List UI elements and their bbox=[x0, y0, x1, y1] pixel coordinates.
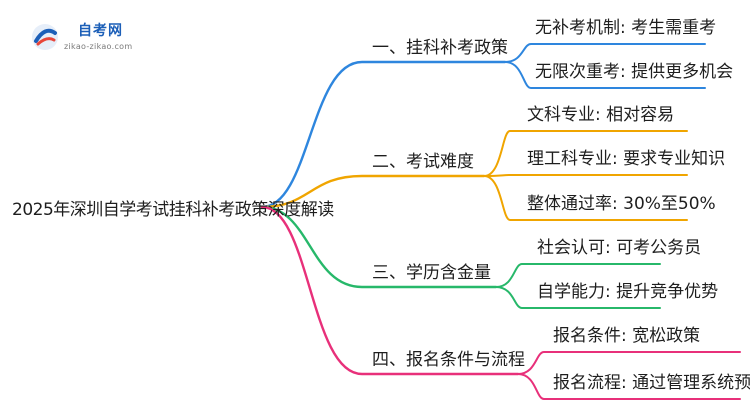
branch-1-leaf-2-connector bbox=[504, 61, 706, 89]
branch-3-label: 三、学历含金量 bbox=[372, 263, 491, 283]
logo-title: 自考网 bbox=[78, 23, 123, 39]
branch-2-leaf-1-connector bbox=[483, 130, 688, 177]
branch-3-connector bbox=[260, 205, 498, 289]
branch-3-leaf-2: 自学能力: 提升竞争优势 bbox=[537, 282, 719, 302]
branch-4-label: 四、报名条件与流程 bbox=[372, 350, 525, 370]
branch-2-leaf-2: 理工科专业: 要求专业知识 bbox=[527, 149, 726, 169]
branch-4-leaf-1-connector bbox=[517, 351, 741, 375]
branch-4-leaf-1: 报名条件: 宽松政策 bbox=[553, 326, 701, 346]
logo-mark-icon bbox=[32, 24, 58, 50]
branch-2-connector bbox=[260, 174, 486, 209]
branch-1-leaf-1-connector bbox=[504, 43, 706, 63]
branch-1-leaf-1: 无补考机制: 考生需重考 bbox=[535, 18, 717, 38]
branch-2-leaf-3: 整体通过率: 30%至50% bbox=[527, 194, 716, 214]
site-logo[interactable]: 自考网 zikao-zikao.com bbox=[30, 18, 170, 62]
logo-url: zikao-zikao.com bbox=[64, 42, 133, 51]
branch-1-label: 一、挂科补考政策 bbox=[372, 38, 508, 58]
branch-3-leaf-2-connector bbox=[495, 286, 661, 309]
branch-2-leaf-2-connector bbox=[483, 174, 688, 177]
branch-2-leaf-3-connector bbox=[483, 175, 688, 221]
branch-3-leaf-1-connector bbox=[495, 263, 661, 288]
branch-2-label: 二、考试难度 bbox=[372, 152, 474, 172]
branch-4-leaf-2: 报名流程: 通过管理系统预报名 bbox=[553, 373, 750, 393]
branch-4-leaf-2-connector bbox=[517, 373, 741, 400]
branch-1-leaf-2: 无限次重考: 提供更多机会 bbox=[535, 62, 734, 82]
branch-1-connector bbox=[260, 60, 507, 209]
branch-3-leaf-1: 社会认可: 可考公务员 bbox=[537, 238, 702, 258]
root-node-label: 2025年深圳自学考试挂科补考政策深度解读 bbox=[12, 200, 334, 220]
branch-4-connector bbox=[260, 205, 520, 376]
branch-2-leaf-1: 文科专业: 相对容易 bbox=[527, 105, 675, 125]
